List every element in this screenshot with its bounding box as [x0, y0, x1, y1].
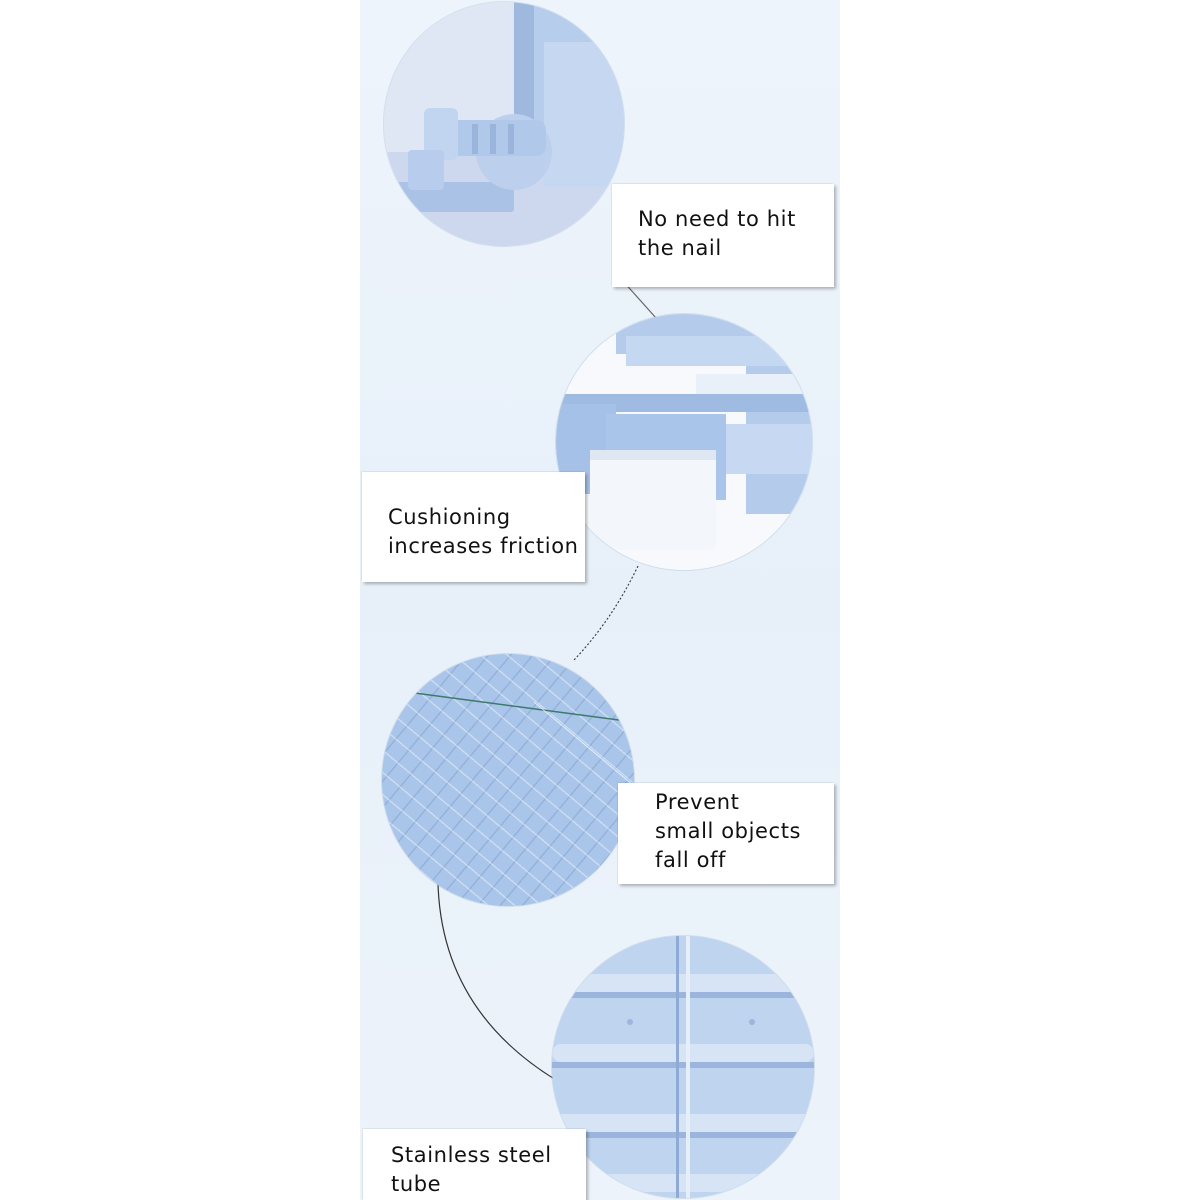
- clamp-detail-illustration: [384, 2, 624, 246]
- tube-detail-illustration: [552, 936, 814, 1198]
- detail-circle-texture: [382, 654, 634, 906]
- product-detail-panel: [360, 0, 840, 1200]
- detail-circle-cushion: [556, 314, 812, 570]
- callout-cushioning: Cushioning increases friction: [362, 472, 585, 582]
- texture-detail-illustration: [391, 689, 634, 787]
- detail-circle-tubes: [552, 936, 814, 1198]
- callout-no-nail: No need to hit the nail: [612, 184, 834, 287]
- detail-circle-clamp: [384, 2, 624, 246]
- callout-prevent-fall: Prevent small objects fall off: [618, 783, 834, 884]
- callout-steel-tube: Stainless steel tube: [363, 1129, 586, 1200]
- cushion-detail-illustration: [556, 314, 812, 570]
- connector-line-3: [437, 883, 557, 1081]
- connector-line-2: [573, 565, 639, 661]
